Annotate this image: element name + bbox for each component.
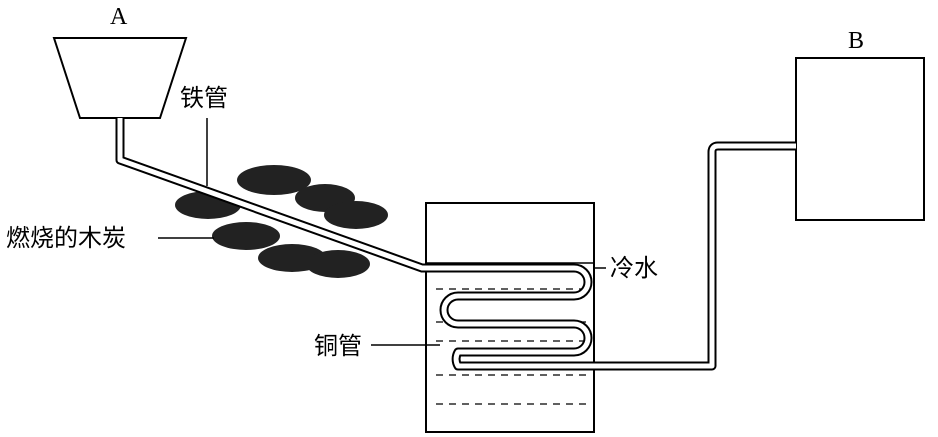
label-burning-charcoal: 燃烧的木炭 bbox=[6, 224, 126, 252]
charcoal-piece bbox=[237, 165, 311, 195]
iron-pipe bbox=[115, 118, 796, 371]
charcoal-piece bbox=[212, 222, 280, 250]
charcoal-piece bbox=[306, 250, 370, 278]
label-copper-pipe: 铜管 bbox=[314, 332, 362, 360]
label-iron-pipe: 铁管 bbox=[180, 84, 228, 112]
water-container bbox=[425, 202, 595, 433]
leader-lines bbox=[158, 118, 606, 346]
label-b: B bbox=[848, 28, 864, 54]
label-cold-water: 冷水 bbox=[610, 254, 658, 282]
label-a: A bbox=[110, 4, 128, 30]
burning-charcoal-group bbox=[175, 165, 388, 278]
box-b bbox=[795, 57, 925, 221]
charcoal-piece bbox=[324, 201, 388, 229]
funnel-a bbox=[52, 37, 188, 119]
